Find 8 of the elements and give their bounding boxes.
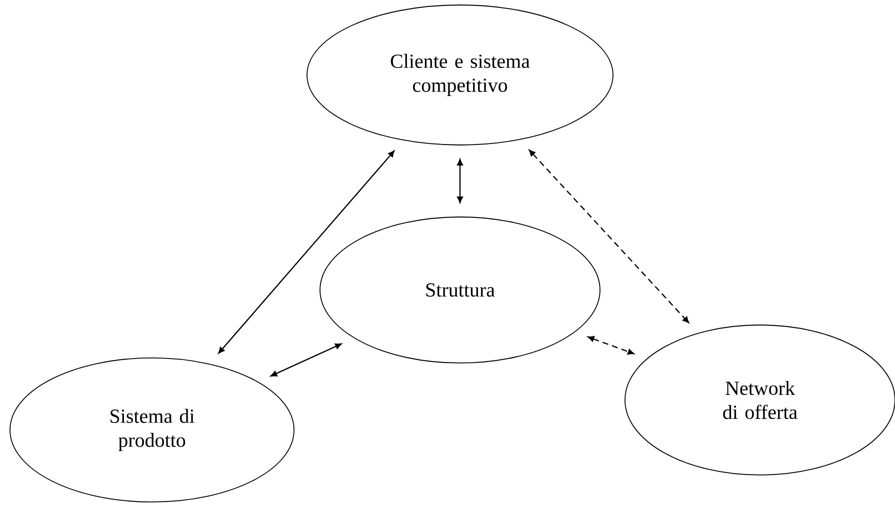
- arrow: [457, 158, 463, 203]
- ellipse-node: Sistema di prodotto: [10, 358, 294, 502]
- arrow: [270, 343, 342, 376]
- ellipse-node: Struttura: [320, 216, 600, 364]
- arrow: [528, 150, 690, 324]
- arrow: [218, 150, 395, 354]
- ellipse-node: Cliente e sistema competitivo: [306, 4, 614, 146]
- arrow: [588, 336, 634, 355]
